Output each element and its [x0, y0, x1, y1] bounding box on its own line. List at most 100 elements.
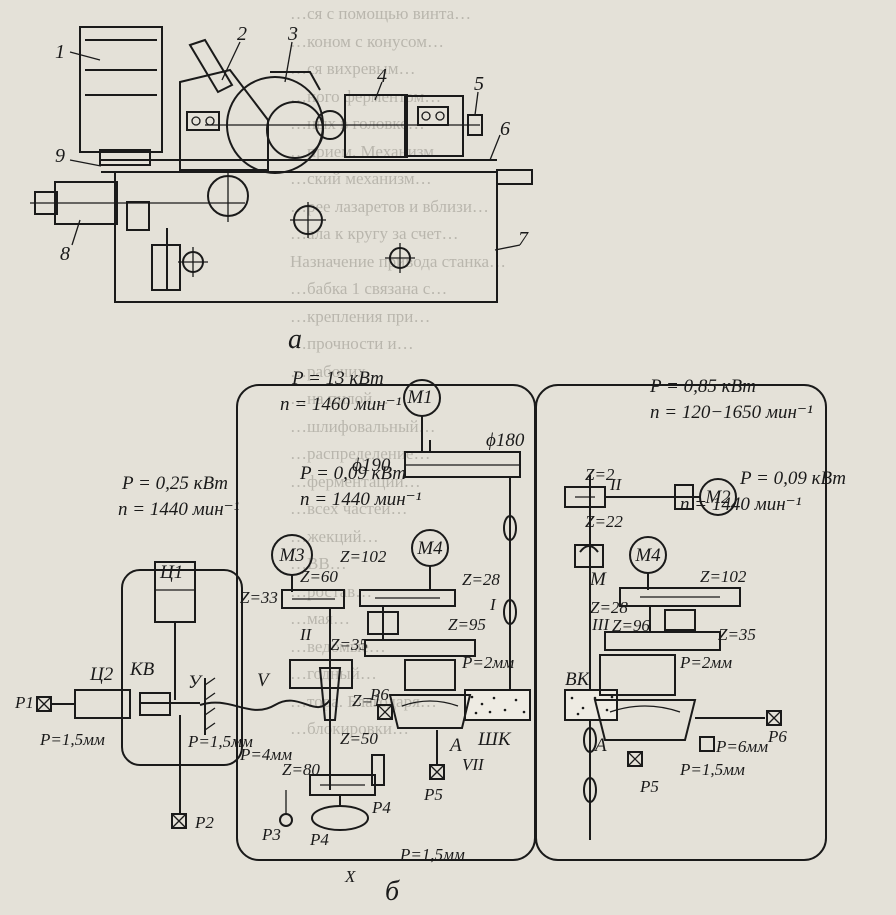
motor-m4-left-label: M4	[416, 538, 443, 559]
pitch-1-5mm-top: P=1,5мм	[187, 732, 253, 751]
m4-right-speed: n = 1440 мин⁻¹	[680, 494, 802, 515]
label-v: V	[257, 670, 271, 691]
gear-z102-left: Z=102	[340, 547, 387, 566]
background-text-line: …мая…	[290, 609, 351, 628]
gear-z95: Z=95	[448, 615, 486, 634]
right-table-feed	[593, 699, 697, 741]
background-text-line: …рабочих…	[290, 361, 383, 381]
background-text-line: Назначение привода станка…	[290, 251, 507, 271]
label-shk: ШК	[477, 729, 512, 750]
gear-z60: Z=60	[300, 567, 338, 586]
label-shaft-II-right: II	[609, 475, 623, 494]
label-a-left: А	[448, 735, 462, 756]
gear-z1: Z=1	[352, 691, 381, 710]
background-text-line: …на пилой…	[290, 389, 390, 408]
part-label-8: 8	[60, 243, 70, 265]
gear-z22: Z=22	[585, 512, 623, 531]
background-text-line: …рее лазаретов и вблизи…	[290, 196, 489, 216]
m4-left-speed: n = 1440 мин⁻¹	[300, 489, 422, 510]
m3-speed: n = 1440 мин⁻¹	[118, 499, 240, 520]
background-text-line: …жекций…	[290, 526, 379, 546]
pitch-2mm-left: P=2мм	[461, 653, 514, 672]
motor-m2	[699, 478, 737, 516]
gear-z28-right: Z=28	[590, 598, 628, 617]
background-text-line: …ферментации…	[290, 471, 421, 491]
background-text-line: …тора. Благодаря…	[290, 691, 437, 711]
figure-b-caption: б	[385, 876, 400, 907]
background-text-line: …бабка 1 связана с…	[290, 279, 448, 298]
background-text-line: …годный…	[290, 664, 377, 683]
background-text-line: …крепления при…	[290, 306, 431, 326]
left-table-feed	[388, 694, 472, 729]
background-text-line: …распределение…	[290, 444, 431, 463]
background-text-line: …ся вихревым…	[290, 59, 416, 78]
label-kv: КВ	[129, 659, 155, 680]
motor-m4-right-label: M4	[634, 545, 661, 566]
background-text-line: …ский механизм…	[290, 169, 432, 188]
label-r6-right: P6	[767, 727, 787, 746]
part-label-9: 9	[55, 145, 65, 167]
label-r1: P1	[14, 693, 34, 712]
pitch-6mm: P=6мм	[715, 737, 768, 756]
background-text-line: …ала к кругу за счет…	[290, 224, 459, 243]
gear-z2: Z=2	[585, 465, 615, 484]
background-text-line: …ВВ…	[290, 554, 347, 573]
carriage-frame	[121, 569, 243, 766]
m2-speed: n = 120−1650 мин⁻¹	[650, 402, 813, 423]
part-label-6: 6	[500, 118, 510, 140]
label-r5-right: P5	[639, 777, 659, 796]
gear-z50: Z=50	[340, 729, 378, 748]
label-m: М	[589, 569, 607, 590]
pitch-2mm-right: P=2мм	[679, 653, 732, 672]
grinding-head	[179, 68, 269, 171]
right-frame	[535, 384, 827, 861]
label-u: У	[188, 672, 203, 693]
gear-z28-left: Z=28	[462, 570, 500, 589]
label-r2: P2	[194, 813, 214, 832]
background-text-line: …ся с помощью винта…	[290, 4, 472, 23]
label-vk: ВК	[565, 669, 591, 690]
part-label-5: 5	[474, 73, 484, 95]
kinematic-scheme	[36, 379, 827, 861]
background-text-line: …шлифовальный…	[290, 416, 436, 436]
label-shaft-II-left: II	[299, 625, 313, 644]
background-text-line: …коном с конусом…	[290, 31, 444, 51]
background-text-line: …ведомые…	[290, 636, 386, 656]
motor-m2-label: M2	[704, 487, 731, 508]
pitch-1-5mm-cyl: P=1,5мм	[39, 730, 105, 749]
pitch-1-5mm-left: P=1,5мм	[399, 845, 465, 864]
label-r4a: P4	[371, 798, 391, 817]
gear-z102-right: Z=102	[700, 567, 747, 586]
handwheel-p4	[311, 805, 369, 831]
m2-power: P = 0,85 кВт	[649, 376, 756, 397]
m4-left-power: P = 0,09 кВт	[299, 463, 406, 484]
machine-side-view	[30, 26, 533, 303]
label-r6-left: P6	[369, 685, 389, 704]
motor-unit	[344, 94, 408, 158]
background-text-line: …всех частей…	[290, 499, 408, 518]
label-r3: P3	[261, 825, 281, 844]
m1-power: P = 13 кВт	[291, 368, 384, 389]
m1-speed: n = 1460 мин⁻¹	[280, 394, 402, 415]
label-shaft-III: III	[591, 615, 610, 634]
part-label-1: 1	[55, 41, 65, 63]
gear-z33: Z=33	[240, 588, 278, 607]
label-r5-left: P5	[423, 785, 443, 804]
part-label-4: 4	[377, 65, 387, 87]
background-text-line: …прочности и…	[290, 334, 414, 353]
figure-a-caption: а	[288, 324, 302, 355]
gear-z35-left: Z=35	[330, 635, 368, 654]
m4-right-power: P = 0,09 кВт	[739, 468, 846, 489]
label-shaft-X: X	[344, 867, 356, 886]
cabinet	[79, 26, 163, 153]
label-r4b: P4	[309, 830, 329, 849]
gear-z35-right: Z=35	[718, 625, 756, 644]
label-a-right: А	[593, 735, 607, 756]
pulley-d190: ϕ190	[352, 455, 391, 476]
gear-z96: Z=96	[612, 616, 650, 635]
motor-m1-label: M1	[406, 387, 432, 408]
part-label-7: 7	[518, 228, 529, 250]
label-shaft-I: I	[489, 595, 497, 614]
